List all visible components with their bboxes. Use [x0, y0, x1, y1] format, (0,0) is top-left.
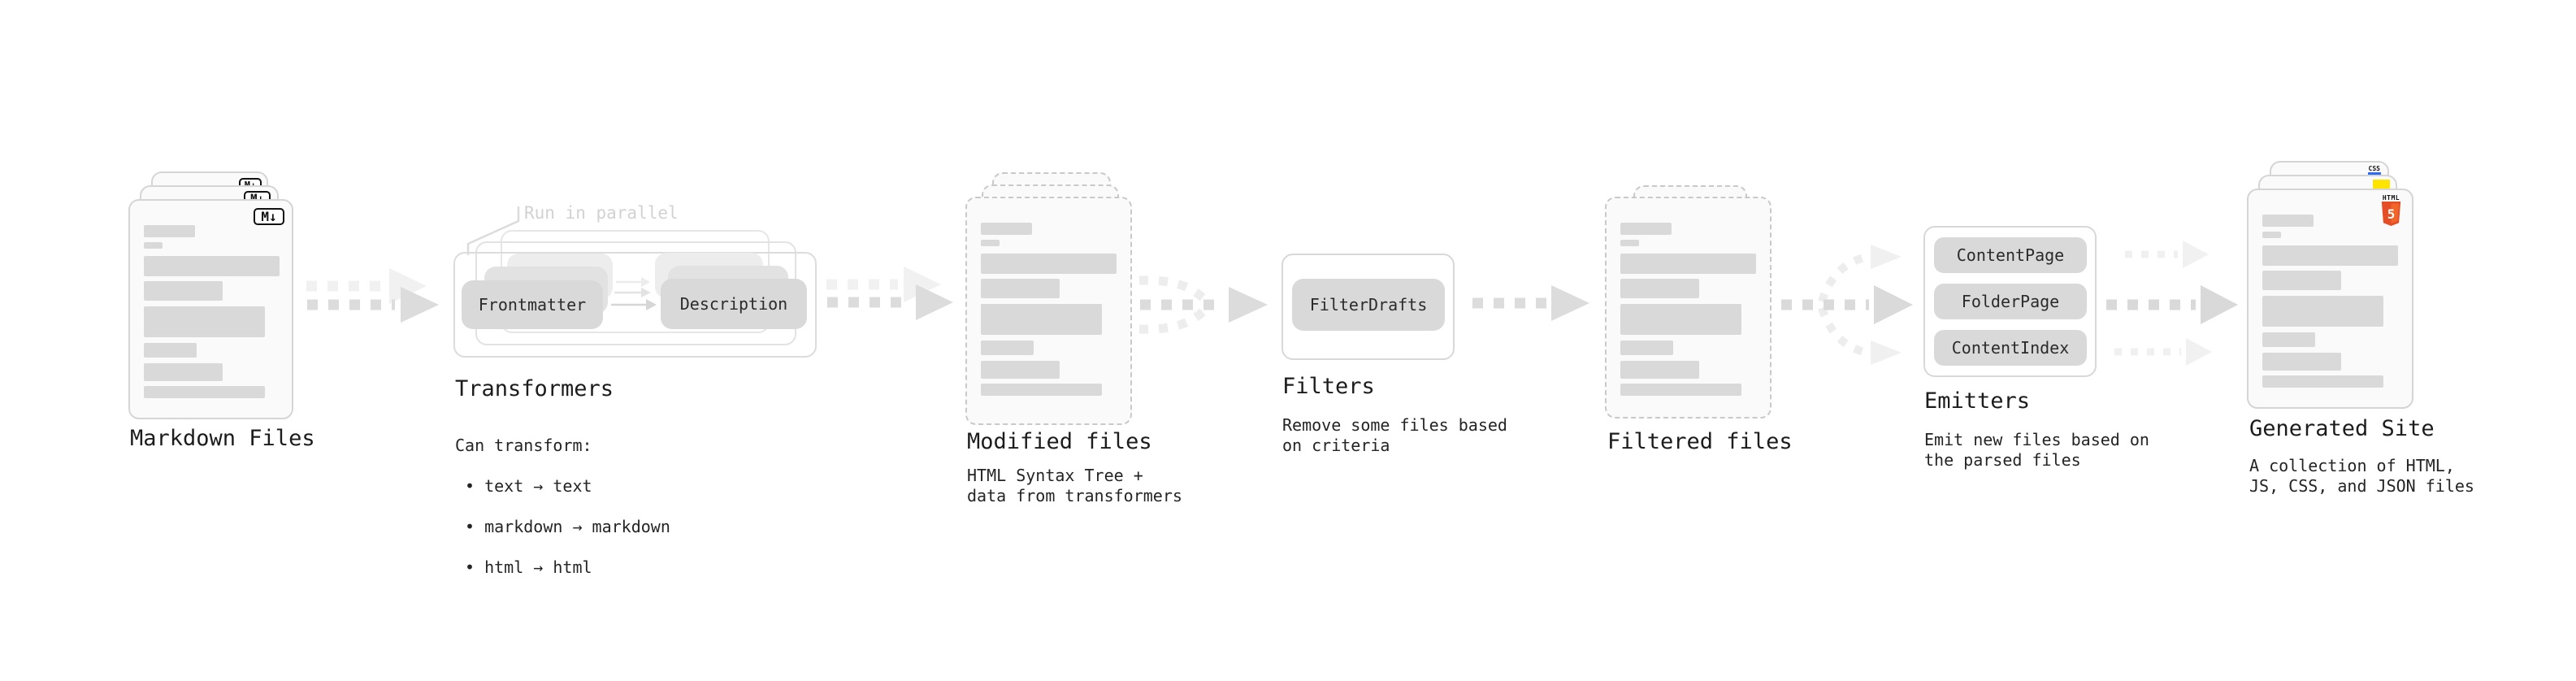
placeholder-bar: [1620, 361, 1699, 379]
placeholder-bar: [144, 225, 195, 237]
folderpage-pill: FolderPage: [1934, 284, 2087, 319]
filterdrafts-pill: FilterDrafts: [1292, 279, 1445, 331]
placeholder-bar: [981, 340, 1034, 355]
transformers-description: Can transform: • text → text • markdown …: [455, 415, 670, 598]
generated-site-label: Generated Site: [2249, 416, 2435, 441]
arrow-emitters-to-generated: [2106, 241, 2238, 366]
emitters-description: Emit new files based on the parsed files: [1924, 430, 2149, 470]
description-pill: Description: [661, 279, 807, 329]
placeholder-bar: [144, 343, 197, 358]
markdown-icon: M↓: [254, 208, 284, 225]
arrow-modified-to-filters: [1138, 275, 1268, 334]
run-in-parallel-note: Run in parallel: [524, 203, 679, 223]
placeholder-bar: [981, 223, 1032, 235]
emitters-heading: Emitters: [1924, 388, 2031, 414]
svg-text:5: 5: [2387, 206, 2396, 222]
placeholder-bar: [144, 281, 223, 301]
placeholder-bar: [2262, 332, 2315, 347]
transformer-container-front: [453, 252, 817, 358]
placeholder-bar: [1620, 340, 1673, 355]
placeholder-bar: [2262, 296, 2383, 327]
transform-bullet: • html → html: [465, 557, 592, 577]
placeholder-bar: [981, 240, 1000, 246]
placeholder-bar: [1620, 223, 1672, 235]
placeholder-bar: [2262, 375, 2383, 388]
placeholder-bar: [144, 242, 163, 249]
placeholder-bar: [981, 254, 1117, 274]
generated-file-card: HTML 5: [2247, 189, 2413, 409]
transformers-heading: Transformers: [455, 376, 614, 401]
arrow-markdown-to-transformers: [306, 268, 439, 323]
placeholder-bar: [144, 363, 223, 381]
contentindex-pill: ContentIndex: [1934, 330, 2087, 366]
arrow-filtered-to-emitters: [1781, 245, 1913, 365]
transform-bullet: • text → text: [465, 476, 592, 496]
placeholder-bar: [1620, 384, 1741, 396]
javascript-icon: [2373, 180, 2390, 189]
filtered-files-label: Filtered files: [1607, 429, 1793, 454]
contentpage-pill: ContentPage: [1934, 237, 2087, 273]
placeholder-bar: [981, 304, 1102, 335]
placeholder-bar: [144, 306, 265, 337]
filters-heading: Filters: [1282, 374, 1375, 399]
generated-site-description: A collection of HTML, JS, CSS, and JSON …: [2249, 456, 2474, 496]
html5-icon: HTML 5: [2380, 194, 2402, 229]
placeholder-bar: [2262, 353, 2341, 371]
placeholder-bar: [981, 279, 1060, 298]
modified-file-card: [965, 197, 1132, 425]
placeholder-bar: [144, 256, 280, 276]
placeholder-bar: [2262, 245, 2398, 266]
frontmatter-pill: Frontmatter: [462, 280, 603, 329]
markdown-files-label: Markdown Files: [130, 426, 315, 451]
placeholder-bar: [144, 386, 265, 398]
placeholder-bar: [1620, 279, 1699, 298]
placeholder-bar: [981, 384, 1102, 396]
placeholder-bar: [2262, 271, 2341, 290]
placeholder-bar: [1620, 254, 1756, 274]
filtered-file-card: [1605, 197, 1772, 419]
filters-description: Remove some files based on criteria: [1282, 415, 1507, 455]
transform-bullet: • markdown → markdown: [465, 517, 670, 536]
placeholder-bar: [1620, 304, 1741, 335]
modified-files-description: HTML Syntax Tree + data from transformer…: [967, 466, 1182, 505]
arrow-filters-to-filtered: [1472, 285, 1589, 321]
placeholder-bar: [981, 361, 1060, 379]
placeholder-bar: [2262, 232, 2281, 238]
placeholder-bar: [1620, 240, 1639, 246]
markdown-file-card: M↓: [128, 199, 293, 419]
placeholder-bar: [2262, 215, 2314, 227]
css-icon: CSS: [2367, 166, 2381, 175]
can-transform-title: Can transform:: [455, 436, 592, 455]
html5-shield: 5: [2381, 202, 2401, 226]
modified-files-label: Modified files: [967, 429, 1152, 454]
arrow-transformers-to-modified: [826, 267, 953, 320]
